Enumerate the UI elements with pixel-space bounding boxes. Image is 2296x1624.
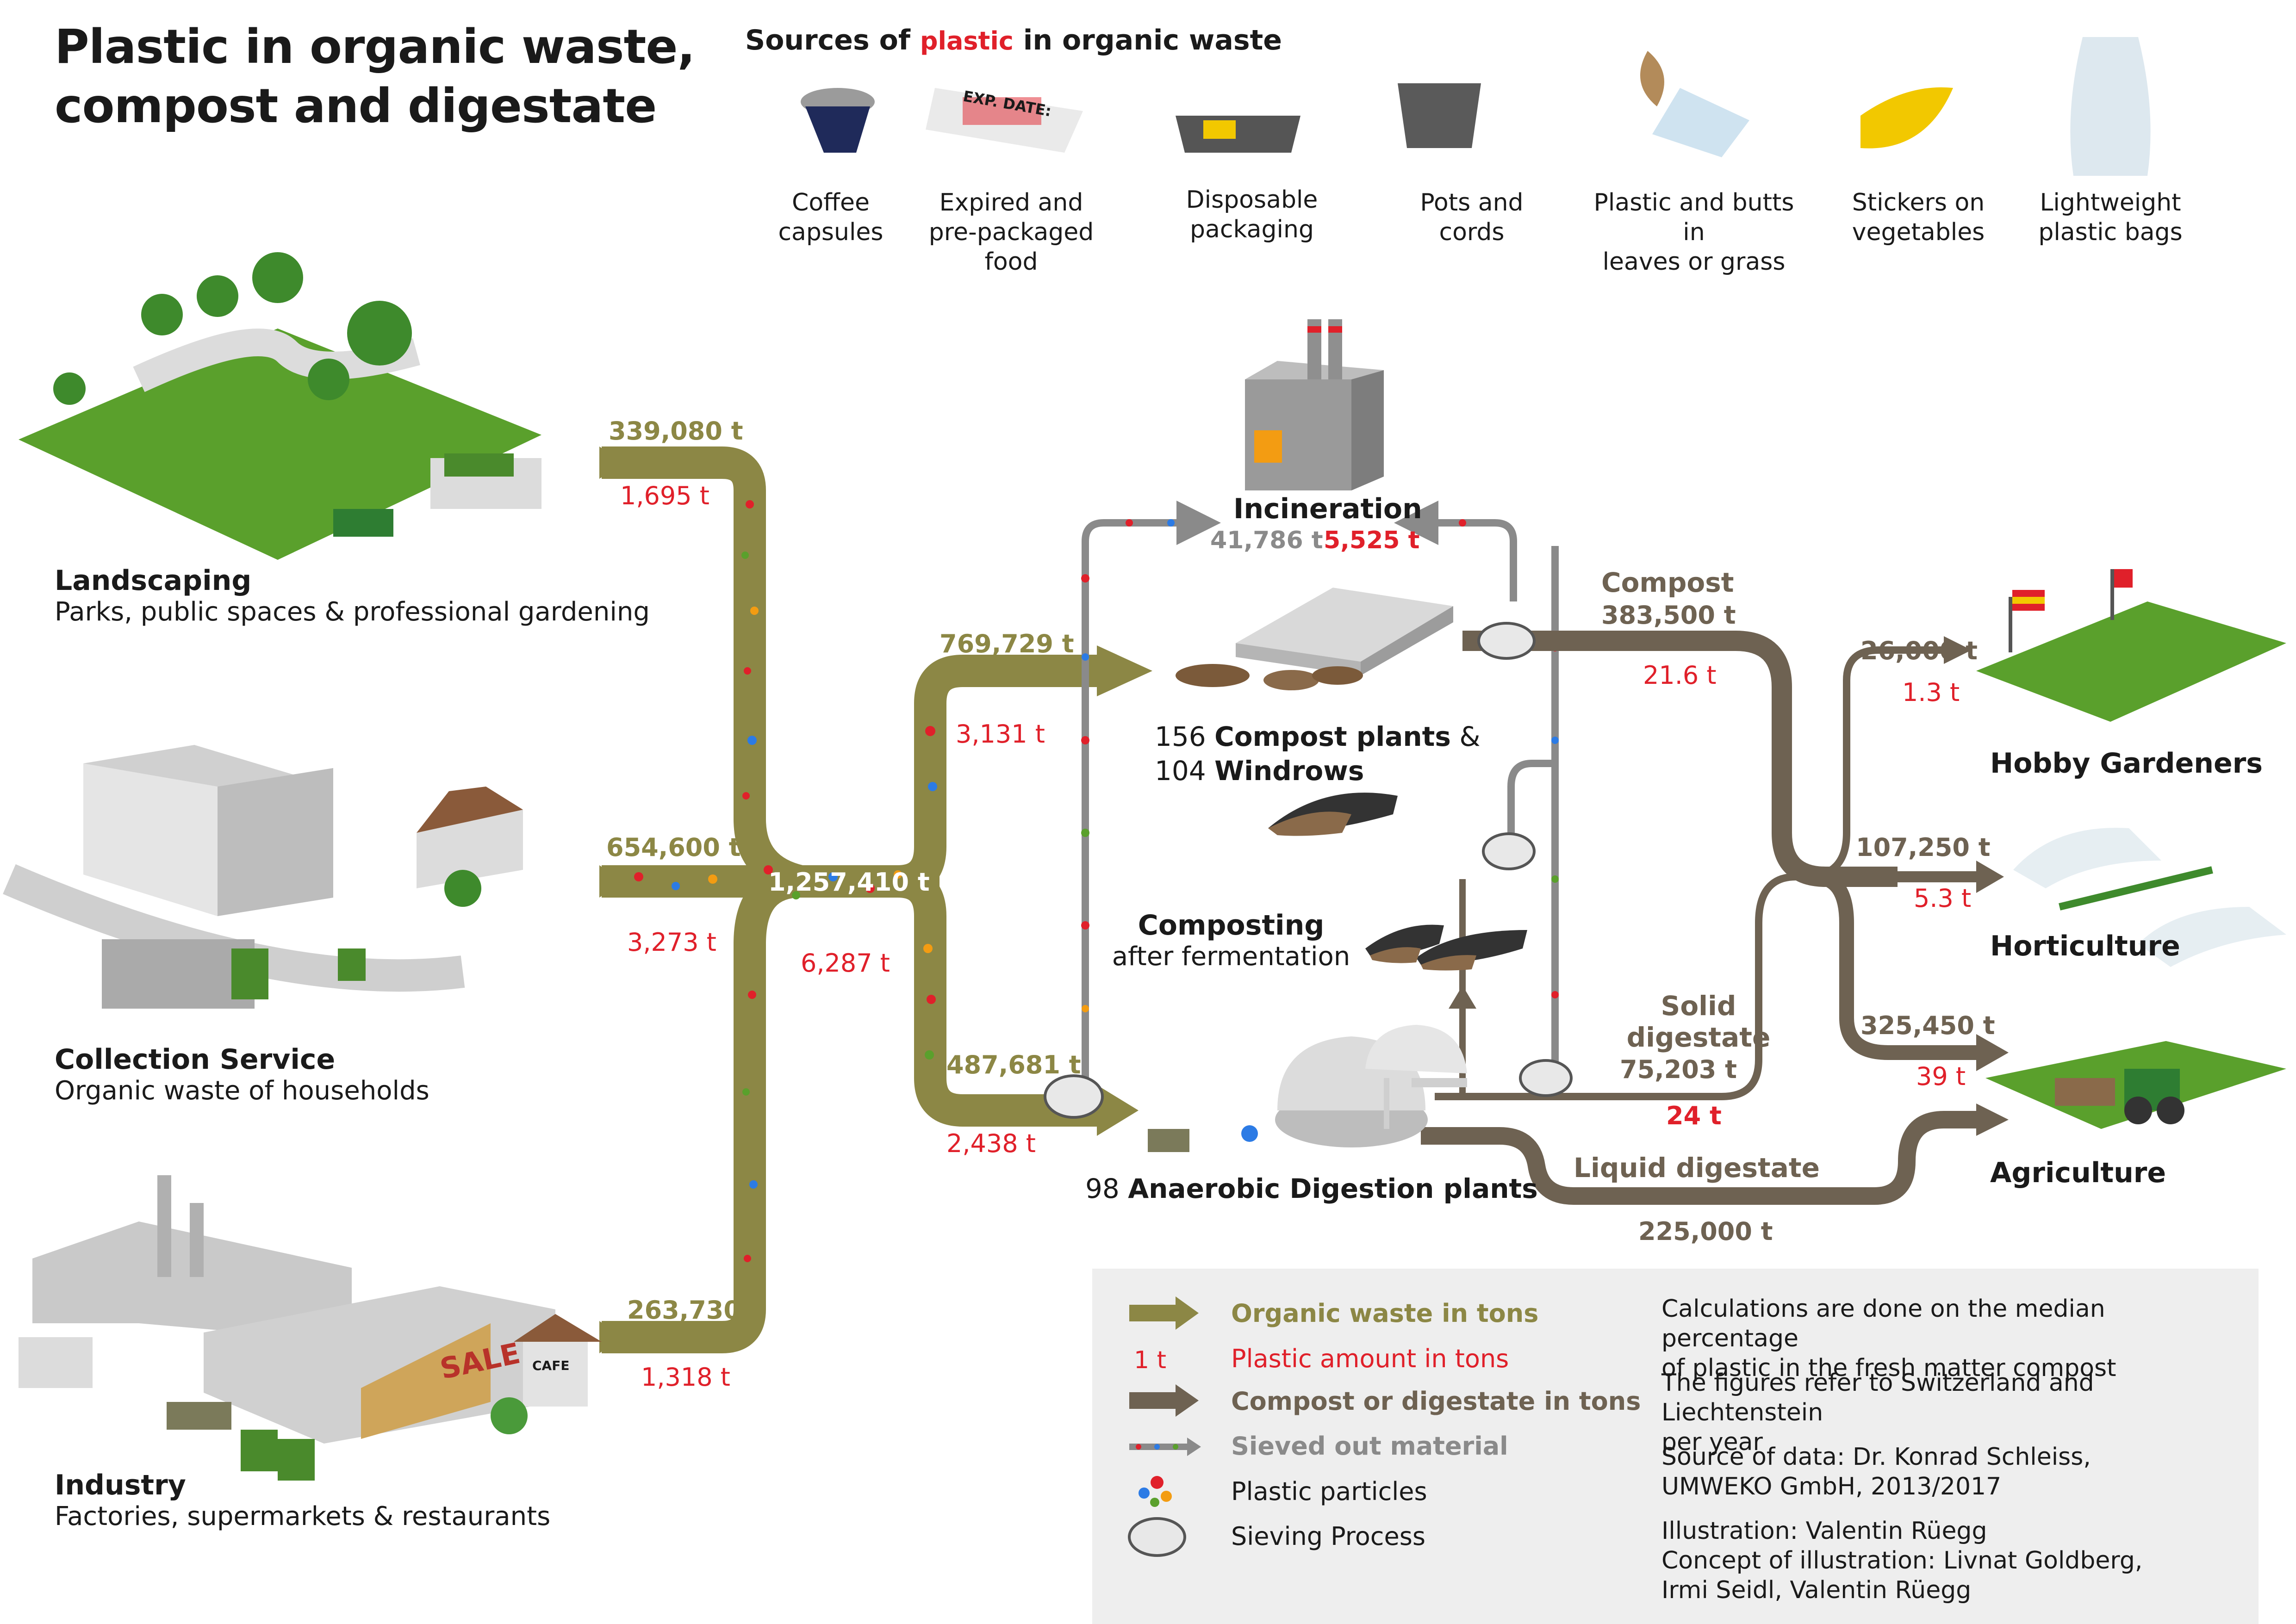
page-title: Plastic in organic waste, compost and di…: [55, 19, 695, 134]
organic-arrow-heads: [599, 446, 1152, 1353]
hobby-plastic: 1.3 t: [1902, 678, 1960, 707]
horticulture-label: Horticulture: [1990, 930, 2180, 962]
note-region: The figures refer to Switzerland and Lie…: [1661, 1369, 2094, 1456]
composting-after-label: Composting after fermentation: [1112, 909, 1350, 972]
compost-output-organic: 383,500 t: [1601, 601, 1736, 630]
compost-digestate-flows: [1421, 631, 1981, 1205]
hobby-label: Hobby Gardeners: [1990, 747, 2263, 780]
horticulture-organic: 107,250 t: [1856, 833, 1991, 862]
plastic-particles: [634, 500, 937, 1262]
collection-label: Collection Service Organic waste of hous…: [55, 1043, 429, 1106]
horticulture-plastic: 5.3 t: [1914, 884, 1972, 913]
compost-output-label: Compost: [1601, 567, 1734, 598]
horticulture-illustration: [2013, 828, 2286, 967]
liquid-digestate-label: Liquid digestate: [1574, 1152, 1820, 1184]
incinerator-illustration: [1245, 319, 1384, 490]
cafe-sign: CAFE: [532, 1358, 570, 1373]
sources-heading: Sources of plastic in organic waste: [745, 24, 1282, 56]
digestion-plants-label: 98 Anaerobic Digestion plants: [1085, 1173, 1538, 1204]
legend-compost: Compost or digestate in tons: [1231, 1387, 1641, 1416]
landscaping-organic: 339,080 t: [609, 416, 743, 446]
solid-digestate-label: Solid digestate: [1626, 990, 1771, 1053]
legend-sieving: Sieving Process: [1231, 1522, 1425, 1551]
industry-label: Industry Factories, supermarkets & resta…: [55, 1469, 551, 1531]
incineration-label: Incineration: [1233, 493, 1422, 525]
digestion-plant-illustration: [1148, 1025, 1467, 1152]
compost-output-plastic: 21.6 t: [1643, 661, 1717, 690]
hobby-organic: 26,000 t: [1860, 636, 1978, 665]
legend-plastic-sample: 1 t: [1134, 1346, 1167, 1374]
incineration-organic: 41,786 t: [1210, 527, 1323, 554]
compost-arrow-heads: [1449, 636, 2009, 1136]
collection-plastic: 3,273 t: [627, 928, 716, 957]
sieving-process-icons: [1044, 622, 1573, 1119]
collection-organic: 654,600 t: [606, 833, 741, 862]
total-organic: 1,257,410 t: [768, 868, 930, 897]
source-icons: [801, 37, 2151, 176]
solid-digestate-organic: 75,203 t: [1620, 1055, 1737, 1084]
compost-input-plastic: 3,131 t: [956, 719, 1045, 749]
total-plastic: 6,287 t: [801, 948, 890, 978]
compost-input-organic: 769,729 t: [940, 629, 1074, 658]
legend-panel: 1 t Organic waste in tons Plastic amount…: [1092, 1269, 2259, 1624]
compost-plants-label: 156 Compost plants & 104 Windrows: [1155, 721, 1481, 787]
landscaping-plastic: 1,695 t: [620, 481, 709, 510]
digestion-input-organic: 487,681 t: [946, 1050, 1081, 1079]
agriculture-organic: 325,450 t: [1860, 1011, 1995, 1040]
solid-digestate-plastic: 24 t: [1666, 1101, 1722, 1130]
compost-hall-illustration: [1176, 588, 1453, 690]
digestion-input-plastic: 2,438 t: [946, 1129, 1036, 1158]
note-calculation: Calculations are done on the median perc…: [1661, 1295, 2116, 1382]
liquid-digestate-organic: 225,000 t: [1638, 1217, 1773, 1246]
agriculture-plastic: 39 t: [1916, 1062, 1966, 1091]
note-source: Source of data: Dr. Konrad Schleiss,UMWE…: [1661, 1443, 2091, 1500]
incineration-plastic: 5,525 t: [1324, 527, 1420, 554]
industry-plastic: 1,318 t: [641, 1363, 730, 1392]
collection-illustration: [3, 745, 523, 1009]
agriculture-label: Agriculture: [1990, 1157, 2166, 1189]
hobby-garden-illustration: [1976, 569, 2286, 722]
legend-plastic: Plastic amount in tons: [1231, 1344, 1509, 1373]
agriculture-illustration: [1985, 1041, 2286, 1129]
industry-illustration: [19, 1175, 602, 1481]
legend-sieved: Sieved out material: [1231, 1432, 1508, 1461]
legend-particles: Plastic particles: [1231, 1477, 1427, 1506]
windrow-illustration: [1268, 793, 1527, 971]
organic-waste-stream: [602, 446, 1101, 1353]
industry-organic: 263,730 t: [627, 1295, 762, 1325]
landscaping-label: Landscaping Parks, public spaces & profe…: [55, 564, 650, 627]
legend-symbols: [1128, 1296, 1201, 1557]
legend-organic: Organic waste in tons: [1231, 1299, 1539, 1328]
landscaping-illustration: [19, 252, 541, 560]
